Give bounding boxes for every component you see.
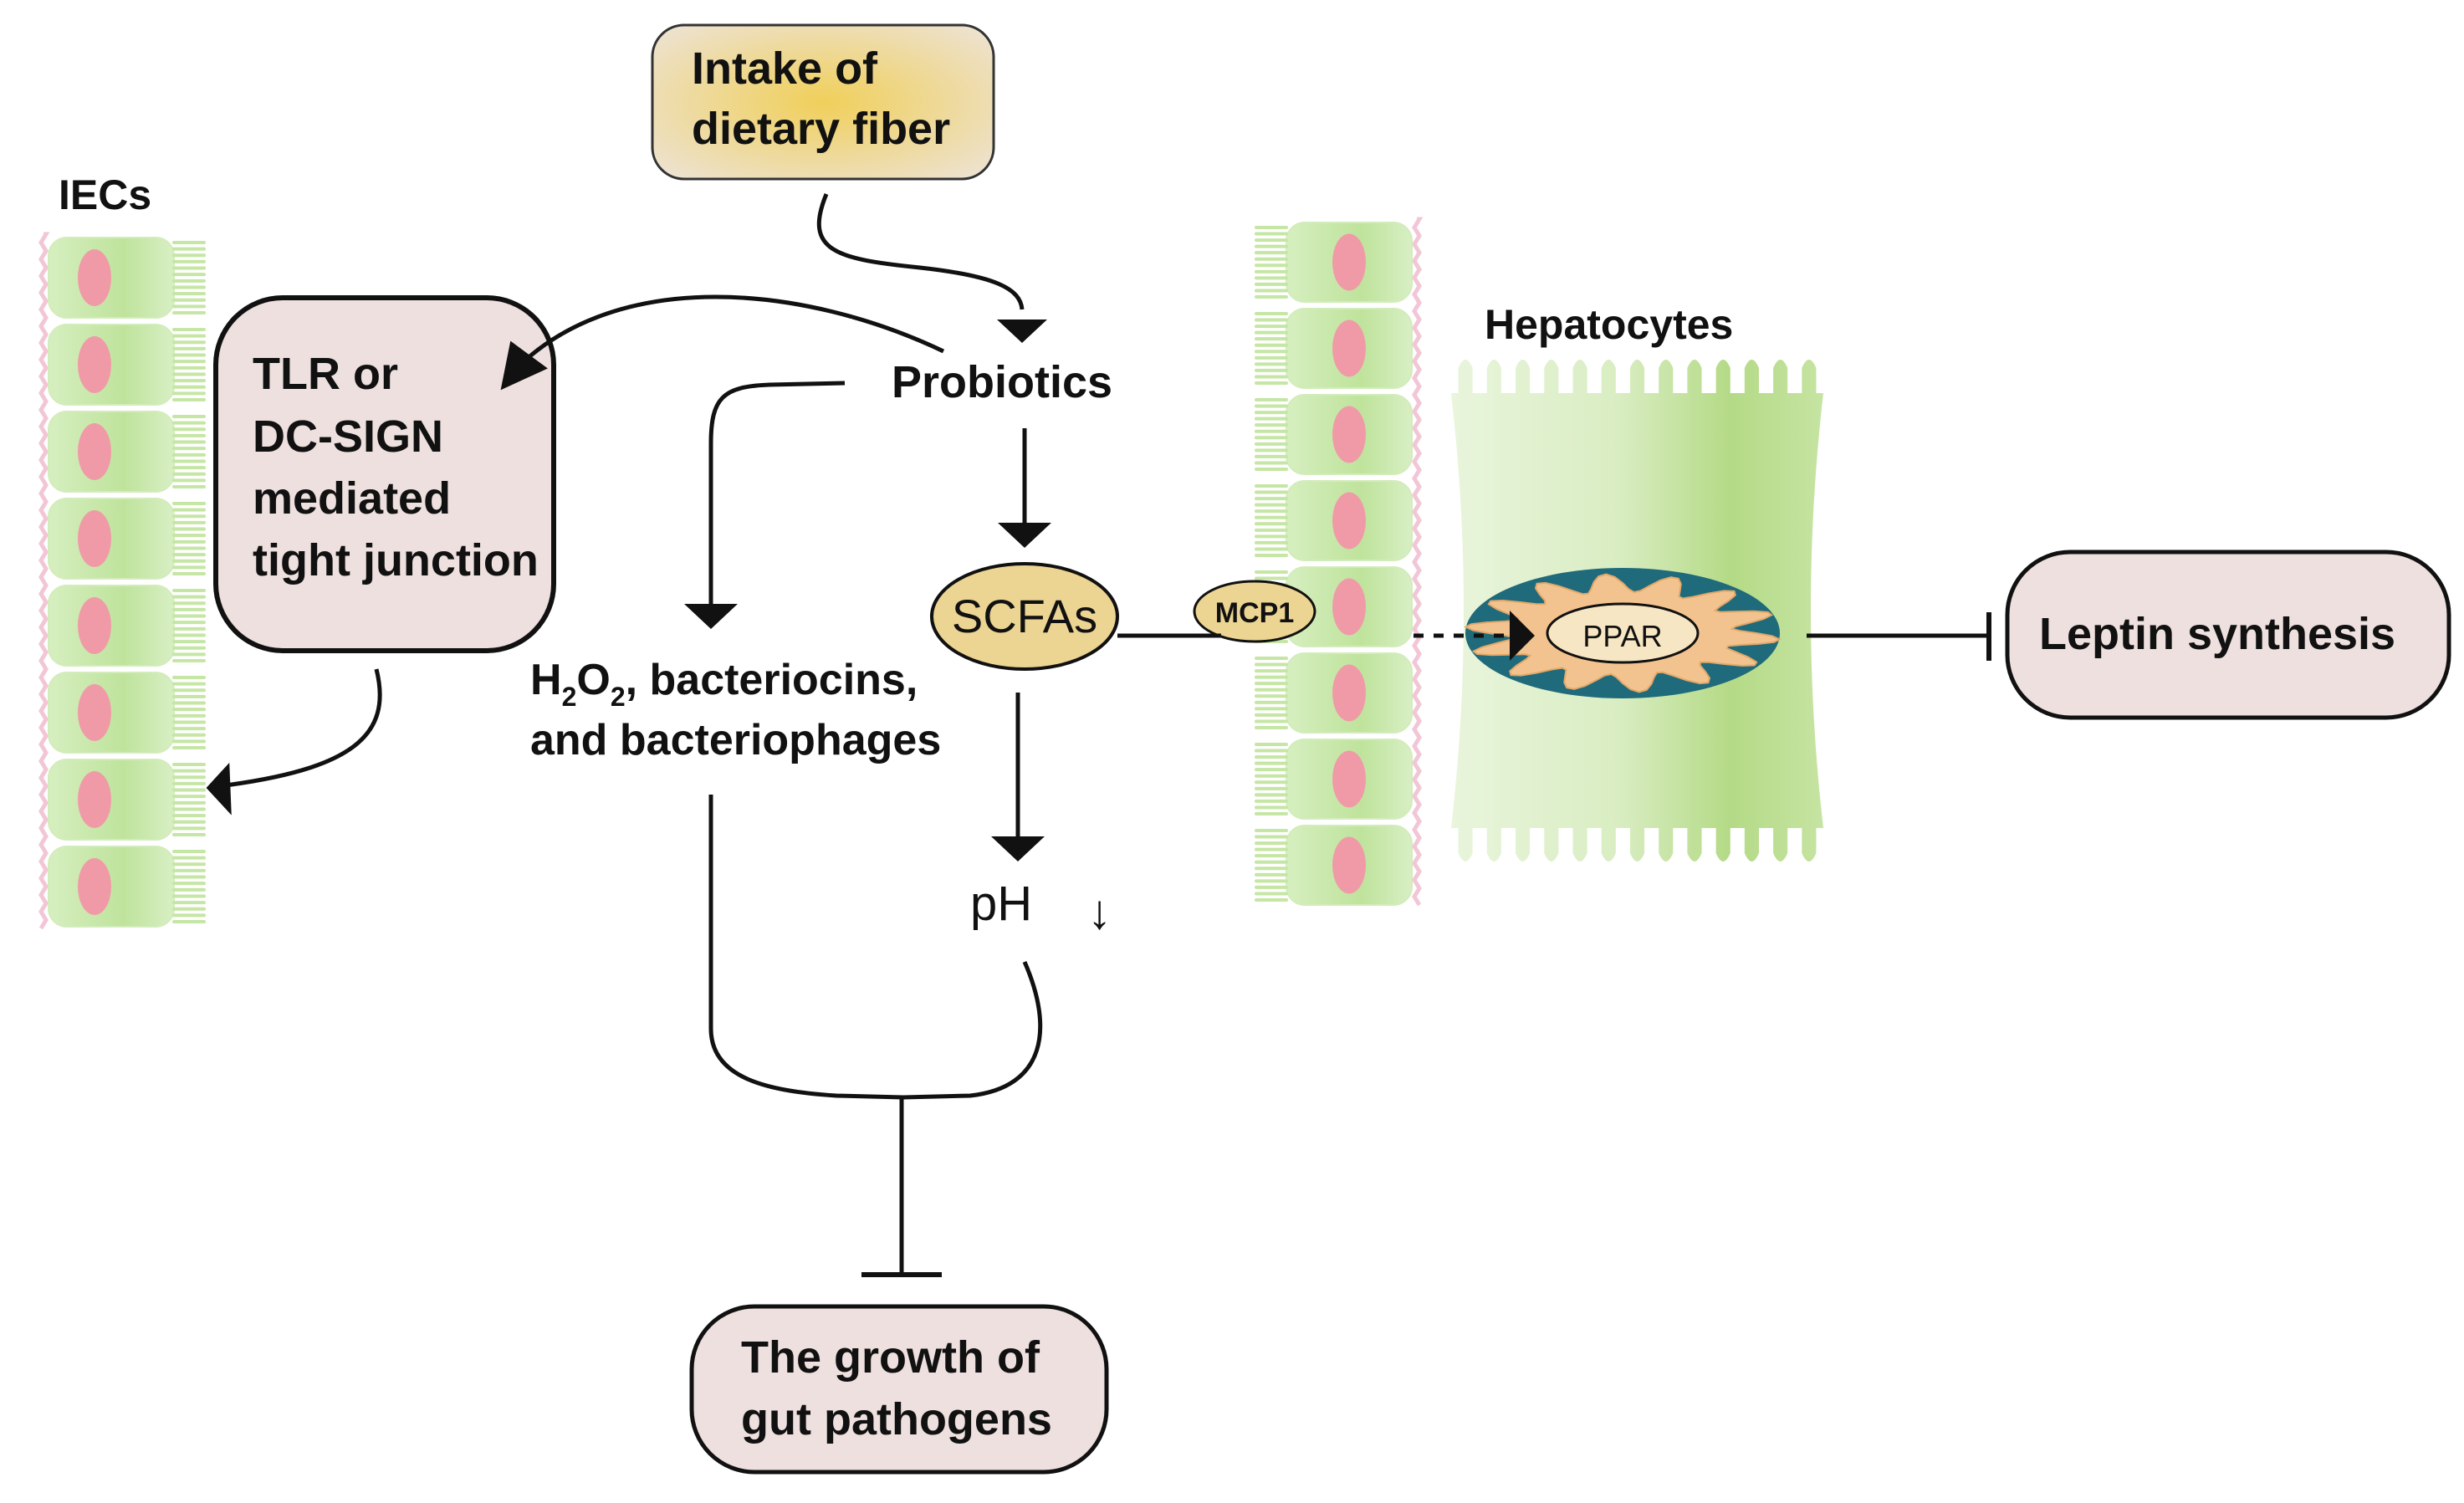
tlr-line2: DC-SIGN <box>253 412 443 462</box>
iec-cell-column-right <box>1255 217 1424 907</box>
iec-cell <box>1255 652 1413 734</box>
leptin-synthesis-node: Leptin synthesis <box>2005 550 2451 720</box>
iec-cell-column-left <box>38 232 206 930</box>
arrow-probiotics-to-tlr <box>515 294 945 370</box>
pathogens-line1: The growth of <box>741 1332 1040 1383</box>
nucleus <box>1332 233 1366 291</box>
nucleus <box>1332 750 1366 808</box>
iec-cell <box>1255 480 1413 561</box>
dietary-fiber-line1: Intake of <box>692 43 878 94</box>
line-ph-down <box>902 960 1043 1100</box>
nucleus <box>78 684 111 741</box>
tlr-tight-junction-node: TLR or DC-SIGN mediated tight junction <box>213 295 556 653</box>
iec-cell <box>48 411 206 493</box>
mcp1-node: MCP1 <box>1193 580 1316 643</box>
nucleus <box>78 336 111 393</box>
antimicrobials-line2: and bacteriophages <box>530 716 941 764</box>
iec-cell <box>48 324 206 406</box>
iec-membrane <box>38 232 50 930</box>
nucleus <box>1332 578 1366 636</box>
iec-cell <box>1255 739 1413 820</box>
nucleus <box>1332 320 1366 377</box>
iec-cell <box>48 846 206 928</box>
nucleus <box>1332 492 1366 550</box>
iec-cell <box>1255 394 1413 475</box>
ppar-label: PPAR <box>1582 619 1662 653</box>
dietary-fiber-node: Intake of dietary fiber <box>651 23 995 181</box>
iecs-label: IECs <box>59 171 151 218</box>
ph-label: pH <box>970 877 1032 931</box>
scfas-label: SCFAs <box>952 590 1097 642</box>
iec-cell <box>48 498 206 580</box>
iec-cell <box>1255 222 1413 303</box>
antimicrobials-rest: , bacteriocins, <box>626 656 918 704</box>
hepatocytes-label: Hepatocytes <box>1485 301 1733 348</box>
o-symbol: O <box>576 656 610 704</box>
mcp1-label: MCP1 <box>1215 597 1294 629</box>
probiotics-label: Probiotics <box>892 357 1112 407</box>
iec-cell <box>1255 825 1413 906</box>
iec-cell <box>48 585 206 667</box>
iec-membrane <box>1412 217 1424 907</box>
antimicrobials-line1: H2O2, bacteriocins, <box>530 656 918 712</box>
nucleus <box>78 597 111 654</box>
arrow-fiber-to-probiotics <box>816 193 1025 310</box>
tlr-line4: tight junction <box>253 535 539 585</box>
h-subscript: 2 <box>562 682 577 712</box>
iec-cell <box>1255 308 1413 389</box>
nucleus <box>78 249 111 306</box>
nucleus <box>1332 406 1366 463</box>
nucleus <box>78 423 111 480</box>
nucleus <box>78 771 111 828</box>
arrow-probiotics-to-antimicrobials <box>708 381 846 604</box>
tlr-line1: TLR or <box>253 349 398 399</box>
line-antimicrobials-down <box>708 795 904 1100</box>
iec-cell <box>48 759 206 841</box>
dietary-fiber-line2: dietary fiber <box>692 104 950 154</box>
scfas-node: SCFAs <box>930 562 1119 671</box>
nucleus <box>78 510 111 567</box>
ph-down-arrow-icon: ↓ <box>1087 885 1112 939</box>
leptin-label: Leptin synthesis <box>2039 609 2395 659</box>
nucleus <box>1332 664 1366 722</box>
arrow-tlr-to-iec <box>218 668 382 789</box>
iec-cell <box>48 672 206 754</box>
h-symbol: H <box>530 656 562 704</box>
nucleus <box>1332 836 1366 894</box>
tlr-line3: mediated <box>253 473 451 524</box>
iec-cell <box>48 237 206 319</box>
gut-pathogens-node: The growth of gut pathogens <box>689 1304 1109 1475</box>
o-subscript: 2 <box>611 682 626 712</box>
mitochondrion: PPAR <box>1464 568 1782 698</box>
connectors <box>206 193 1991 1277</box>
nucleus <box>78 858 111 915</box>
pathogens-line2: gut pathogens <box>741 1394 1052 1444</box>
